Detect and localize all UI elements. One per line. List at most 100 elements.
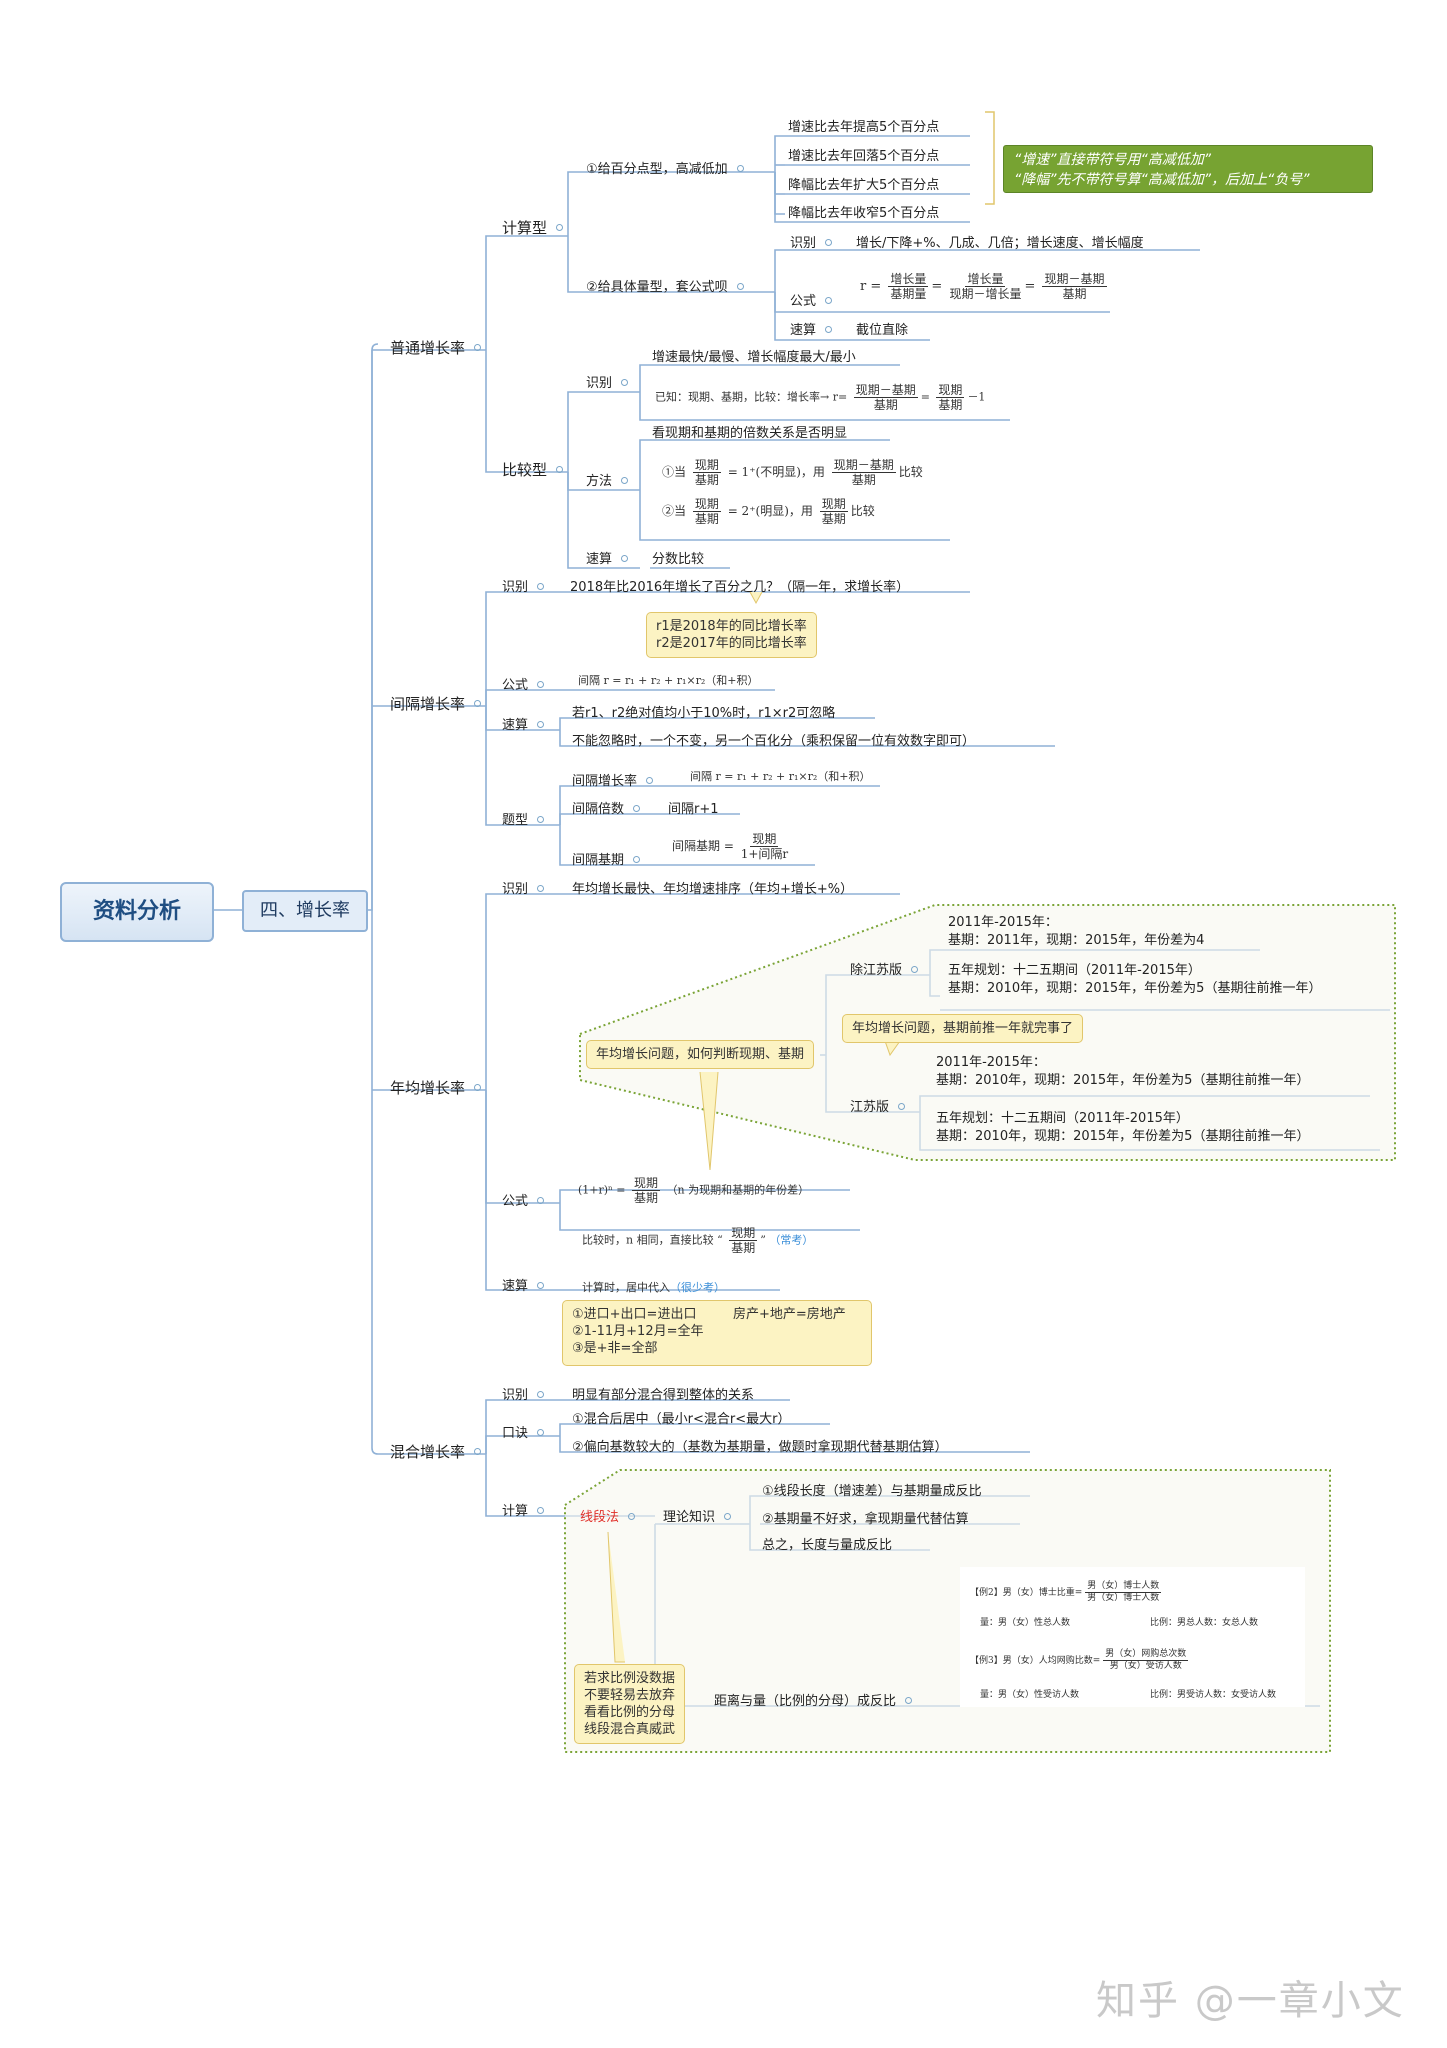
collapse-icon[interactable] xyxy=(621,379,629,386)
node-type1[interactable]: ①给百分点型，高减低加 xyxy=(586,160,744,180)
nj-js-1: 2011年-2015年：基期：2010年，现期：2015年，年份差为5（基期往前… xyxy=(936,1055,1310,1088)
collapse-icon[interactable] xyxy=(537,1429,545,1436)
nj-js-2: 五年规划：十二五期间（2011年-2015年）基期：2010年，现期：2015年… xyxy=(936,1111,1310,1144)
hh-k1: ①混合后居中（最小r<混合r<最大r） xyxy=(572,1412,791,1427)
label-jg-gongshi: 公式 xyxy=(502,676,545,696)
label-nj-susuan: 速算 xyxy=(502,1277,545,1297)
collapse-icon[interactable] xyxy=(825,326,833,333)
node-bijiaoxing[interactable]: 比较型 xyxy=(502,460,564,480)
bj-shibie-text: 增速最快/最慢、增长幅度最大/最小 xyxy=(652,350,856,365)
type1-item: 增速比去年提高5个百分点 xyxy=(788,120,940,135)
nj-compare: 比较时，n 相同，直接比较 “ 现期基期” （常考） xyxy=(582,1226,814,1255)
jg-susuan-1: 若r1、r2绝对值均小于10%时，r1×r2可忽略 xyxy=(572,706,836,721)
collapse-icon[interactable] xyxy=(556,466,564,473)
nj-susuan-text: 计算时，居中代入（很少考） xyxy=(582,1281,725,1294)
label-jg-shibie: 识别 xyxy=(502,578,545,598)
jg-t1: 间隔增长率 xyxy=(572,772,654,792)
method-2: ②当 现期基期 = 2⁺(明显)，用 现期基期比较 xyxy=(662,497,875,526)
jg-susuan-2: 不能忽略时，一个不变，另一个百化分（乘积保留一位有效数字即可） xyxy=(572,734,976,749)
collapse-icon[interactable] xyxy=(621,555,629,562)
nj-note: 年均增长问题，基期前推一年就完事了 xyxy=(842,1014,1084,1043)
method-1: ①当 现期基期 = 1⁺(不明显)，用 现期－基期基期比较 xyxy=(662,458,923,487)
collapse-icon[interactable] xyxy=(736,165,744,172)
nj-chu: 除江苏版 xyxy=(850,961,919,981)
collapse-icon[interactable] xyxy=(474,1448,482,1455)
hh-l2: ②基期量不好求，拿现期量代替估算 xyxy=(762,1512,969,1527)
example-image: 【例2】男（女）博士比重=男（女）博士人数男（女）博士人数 量：男（女）性总人数… xyxy=(960,1567,1305,1707)
node-hunhe[interactable]: 混合增长率 xyxy=(390,1442,482,1462)
bj-susuan-text: 分数比较 xyxy=(652,552,705,567)
hh-xdf: 线段法 xyxy=(580,1508,636,1528)
nj-chu-1: 2011年-2015年：基期：2011年，现期：2015年，年份差为4 xyxy=(948,915,1205,948)
jg-t3: 间隔基期 xyxy=(572,851,641,871)
collapse-icon[interactable] xyxy=(537,1282,545,1289)
collapse-icon[interactable] xyxy=(474,1084,482,1091)
jg-formula: 间隔 r = r₁ + r₂ + r₁×r₂（和+积） xyxy=(578,674,759,687)
collapse-icon[interactable] xyxy=(736,283,744,290)
collapse-icon[interactable] xyxy=(556,224,564,231)
collapse-icon[interactable] xyxy=(633,856,641,863)
type1-item: 降幅比去年扩大5个百分点 xyxy=(788,178,940,193)
root-node[interactable]: 资料分析 xyxy=(60,882,214,942)
collapse-icon[interactable] xyxy=(621,477,629,484)
node-putong[interactable]: 普通增长率 xyxy=(390,338,482,358)
collapse-icon[interactable] xyxy=(537,816,545,823)
bj-fangfa-text: 看现期和基期的倍数关系是否明显 xyxy=(652,426,848,441)
collapse-icon[interactable] xyxy=(724,1513,732,1520)
watermark: 知乎 @一章小文 xyxy=(1096,1978,1405,2024)
collapse-icon[interactable] xyxy=(905,1697,913,1704)
nj-shibie-text: 年均增长最快、年均增速排序（年均+增长+%） xyxy=(572,882,854,897)
jg-shibie-text: 2018年比2016年增长了百分之几？（隔一年，求增长率） xyxy=(570,580,910,595)
collapse-icon[interactable] xyxy=(537,1391,545,1398)
node-type2[interactable]: ②给具体量型，套公式呗 xyxy=(586,278,744,298)
nj-chu-2: 五年规划：十二五期间（2011年-2015年）基期：2010年，现期：2015年… xyxy=(948,963,1322,996)
label-nj-shibie: 识别 xyxy=(502,880,545,900)
jg-t2-text: 间隔r+1 xyxy=(668,802,719,817)
collapse-icon[interactable] xyxy=(474,700,482,707)
label-bj-fangfa: 方法 xyxy=(586,472,629,492)
label-nj-gongshi: 公式 xyxy=(502,1192,545,1212)
node-nianjun[interactable]: 年均增长率 xyxy=(390,1078,482,1098)
collapse-icon[interactable] xyxy=(825,239,833,246)
level1-node[interactable]: 四、增长率 xyxy=(242,890,368,932)
collapse-icon[interactable] xyxy=(537,681,545,688)
jg-t2: 间隔倍数 xyxy=(572,800,641,820)
bj-formula: 已知：现期、基期，比较：增长率→ r= 现期－基期基期= 现期基期－1 xyxy=(655,383,986,412)
node-jiange[interactable]: 间隔增长率 xyxy=(390,694,482,714)
collapse-icon[interactable] xyxy=(537,1197,545,1204)
collapse-icon[interactable] xyxy=(537,583,545,590)
label-hh-shibie: 识别 xyxy=(502,1386,545,1406)
label-susuan: 速算 xyxy=(790,321,833,341)
collapse-icon[interactable] xyxy=(825,297,833,304)
green-note: “增速”直接带符号用“高减低加”“降幅”先不带符号算“高减低加”，后加上“负号” xyxy=(1003,145,1373,193)
growth-formula: r = 增长量基期量= 增长量现期－增长量= 现期－基期基期 xyxy=(860,272,1107,301)
shibie-text: 增长/下降+%、几成、几倍；增长速度、增长幅度 xyxy=(856,236,1144,251)
hh-k2: ②偏向基数较大的（基数为基期量，做题时拿现期代替基期估算） xyxy=(572,1440,948,1455)
hh-l3: 总之，长度与量成反比 xyxy=(762,1538,893,1553)
node-jisuanxing[interactable]: 计算型 xyxy=(502,218,564,238)
hh-lilun: 理论知识 xyxy=(663,1508,732,1528)
collapse-icon[interactable] xyxy=(537,721,545,728)
label-jg-susuan: 速算 xyxy=(502,716,545,736)
collapse-icon[interactable] xyxy=(633,805,641,812)
collapse-icon[interactable] xyxy=(646,777,654,784)
collapse-icon[interactable] xyxy=(911,966,919,973)
collapse-icon[interactable] xyxy=(474,344,482,351)
collapse-icon[interactable] xyxy=(898,1103,906,1110)
nj-callout: 年均增长问题，如何判断现期、基期 xyxy=(586,1040,815,1069)
label-hh-koujue: 口诀 xyxy=(502,1424,545,1444)
collapse-icon[interactable] xyxy=(537,885,545,892)
collapse-icon[interactable] xyxy=(628,1513,636,1520)
jg-t1-formula: 间隔 r = r₁ + r₂ + r₁×r₂（和+积） xyxy=(690,770,871,783)
type1-item: 降幅比去年收窄5个百分点 xyxy=(788,206,940,221)
label-bj-susuan: 速算 xyxy=(586,550,629,570)
hh-juli: 距离与量（比例的分母）成反比 xyxy=(714,1692,913,1712)
label-hh-jisuan: 计算 xyxy=(502,1502,545,1522)
label-jg-tixing: 题型 xyxy=(502,811,545,831)
collapse-icon[interactable] xyxy=(537,1507,545,1514)
hh-shibie-text: 明显有部分混合得到整体的关系 xyxy=(572,1388,755,1403)
hh-tip: 若求比例没数据不要轻易去放弃看看比例的分母线段混合真威武 xyxy=(574,1664,686,1744)
